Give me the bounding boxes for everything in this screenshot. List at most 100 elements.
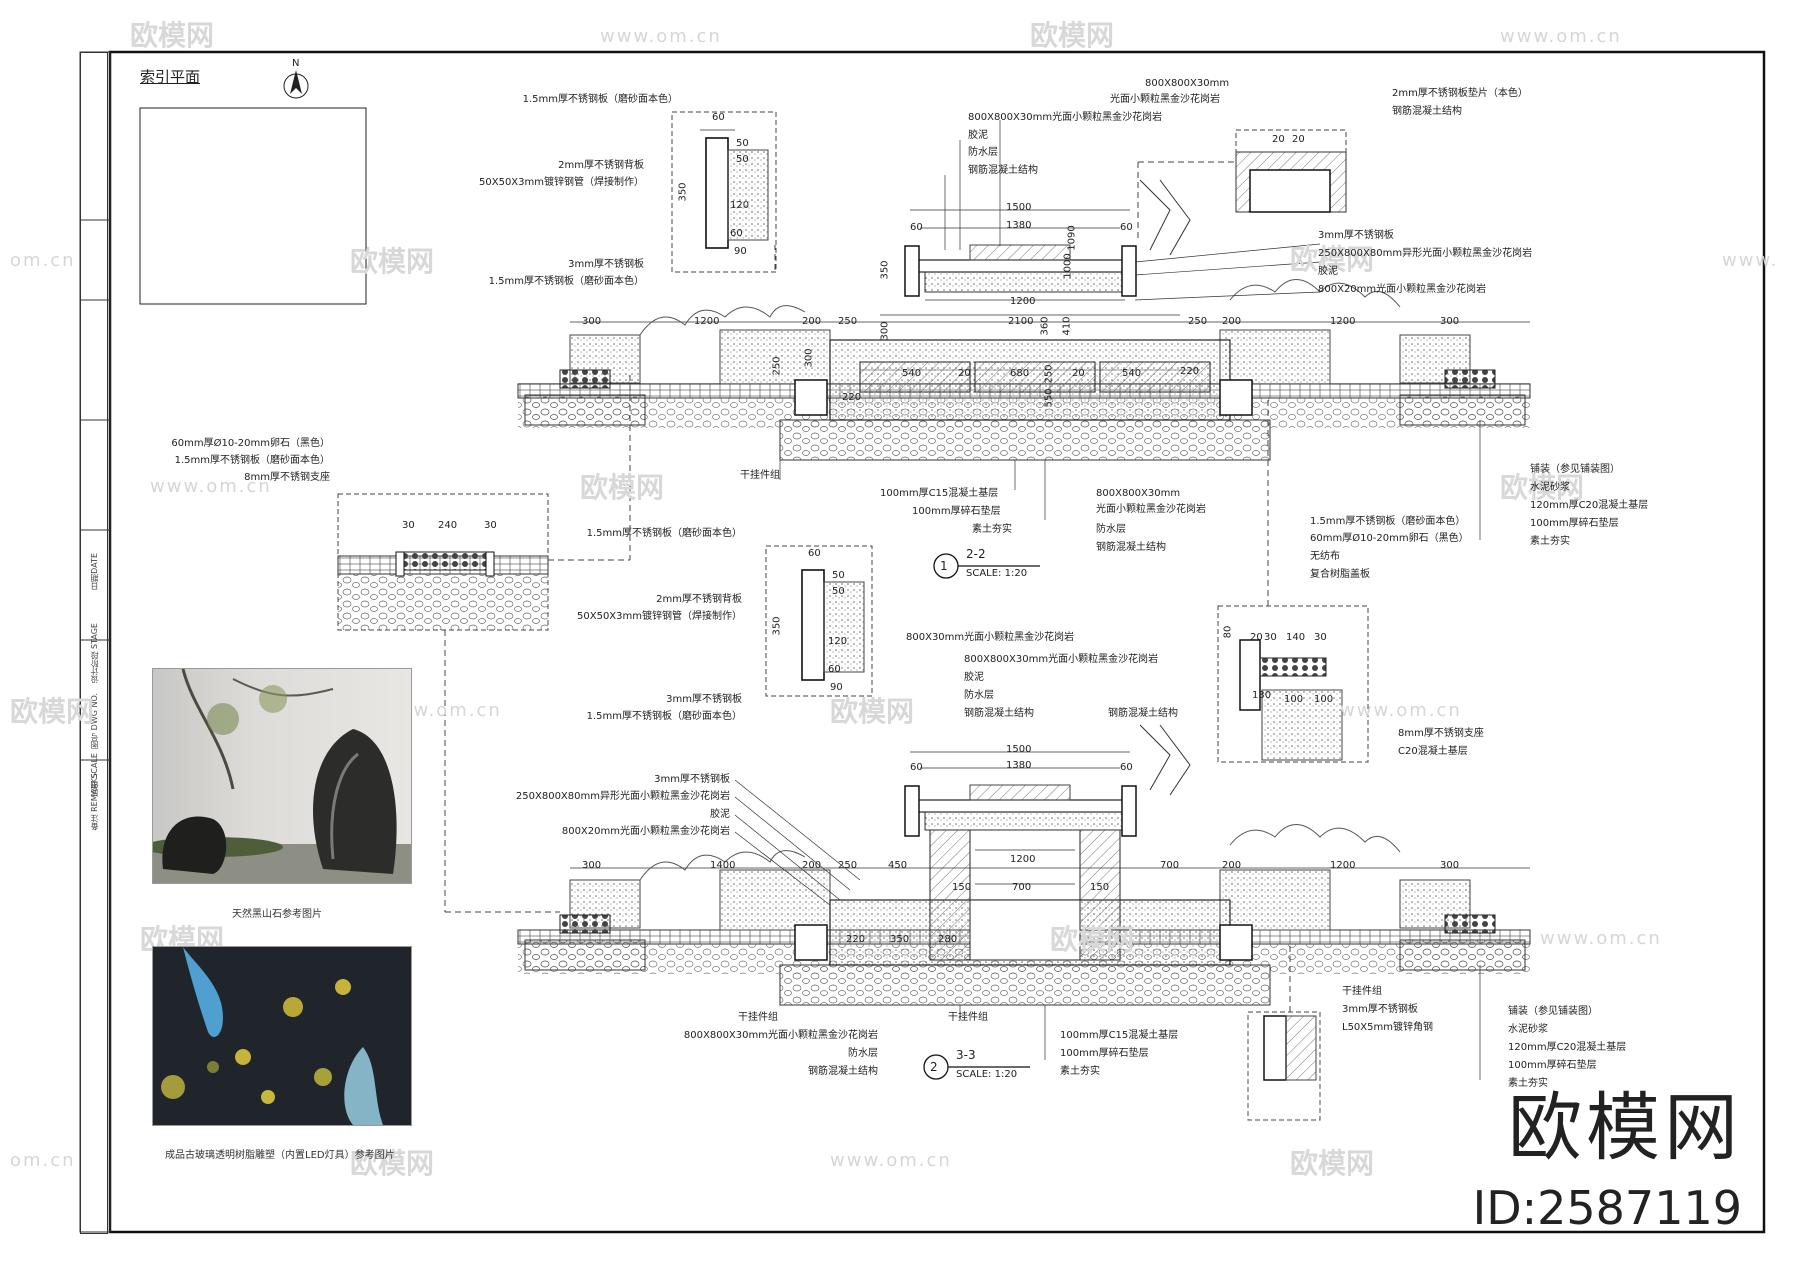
reference-photo-rock bbox=[152, 668, 412, 884]
note-label: 250X800X80mm异形光面小颗粒黑金沙花岗岩 bbox=[1318, 248, 1533, 259]
note-label: 100mm厚碎石垫层 bbox=[1530, 518, 1619, 529]
note-label: 无纺布 bbox=[1310, 551, 1340, 562]
note-label: 干挂件组 bbox=[948, 1012, 988, 1023]
dim-label: 250 bbox=[1188, 316, 1208, 327]
note-label: 2mm厚不锈钢板垫片（本色） bbox=[1392, 88, 1528, 99]
note-label: 800X30mm光面小颗粒黑金沙花岗岩 bbox=[906, 632, 1075, 643]
dim-label: 140 bbox=[1286, 632, 1306, 643]
dim-label: 1200 bbox=[1330, 860, 1356, 871]
note-label: 干挂件组 bbox=[738, 1012, 778, 1023]
note-label: 水泥砂浆 bbox=[1530, 482, 1570, 493]
reference-photo-sculpture bbox=[152, 946, 412, 1126]
note-label: 防水层 bbox=[968, 147, 998, 158]
note-label: C20混凝土基层 bbox=[1398, 746, 1468, 757]
section-3-3 bbox=[517, 724, 1531, 1080]
dim-label: 350 bbox=[879, 260, 891, 280]
watermark: 欧模网 bbox=[1500, 471, 1585, 504]
note-label: 60mm厚Ø10-20mm卵石（黑色） bbox=[171, 438, 330, 449]
north-label: N bbox=[292, 58, 300, 69]
dim-label: 30 bbox=[1314, 632, 1327, 643]
dim-label: 100 bbox=[1284, 694, 1304, 705]
dim-label: 250 bbox=[838, 860, 858, 871]
note-label: 800X20mm光面小颗粒黑金沙花岗岩 bbox=[561, 826, 730, 837]
note-label: 防水层 bbox=[964, 690, 994, 701]
dim-label: 1000 bbox=[1062, 253, 1074, 279]
watermark: 欧模网 bbox=[1050, 923, 1135, 956]
watermark-url: www.om.cn bbox=[1340, 700, 1462, 721]
dim-label: 1200 bbox=[1010, 296, 1036, 307]
note-label: 800X800X30mm bbox=[1145, 78, 1230, 89]
watermark-url: www. bbox=[1722, 250, 1779, 271]
dim-label: 50 bbox=[736, 154, 749, 165]
note-label: 800X20mm光面小颗粒黑金沙花岗岩 bbox=[1318, 284, 1487, 295]
section-scale: SCALE: 1:20 bbox=[956, 1069, 1018, 1080]
note-label: 素土夯实 bbox=[972, 524, 1012, 535]
section-number: 2 bbox=[930, 1060, 938, 1074]
note-label: 800X800X30mm光面小颗粒黑金沙花岗岩 bbox=[968, 112, 1163, 123]
dim-label: 1500 bbox=[1006, 744, 1032, 755]
dim-label: 20 bbox=[1072, 368, 1085, 379]
watermark-url: www.om.cn bbox=[1540, 928, 1662, 949]
dim-label: 60 bbox=[808, 548, 821, 559]
watermark-url: www.om.cn bbox=[1500, 26, 1622, 47]
dim-label: 1380 bbox=[1006, 220, 1032, 231]
note-label: 1.5mm厚不锈钢板（磨砂面本色） bbox=[488, 276, 644, 287]
dim-label: 150 bbox=[1090, 882, 1110, 893]
dim-label: 130 bbox=[1252, 690, 1272, 701]
note-label: 250X800X80mm异形光面小颗粒黑金沙花岗岩 bbox=[515, 791, 730, 802]
dim-label: 550 bbox=[1043, 388, 1055, 408]
watermark-url: www.om.cn bbox=[600, 26, 722, 47]
note-label: 800X800X30mm bbox=[1096, 488, 1181, 499]
dim-label: 1200 bbox=[1330, 316, 1356, 327]
dim-label: 250 bbox=[771, 356, 783, 376]
note-label: 钢筋混凝土结构 bbox=[1392, 106, 1462, 117]
note-label: 50X50X3mm镀锌钢管（焊接制作） bbox=[479, 177, 644, 188]
dim-label: 250 bbox=[838, 316, 858, 327]
dim-label: 200 bbox=[802, 316, 822, 327]
dim-label: 240 bbox=[438, 520, 458, 531]
note-label: 钢筋混凝土结构 bbox=[808, 1066, 878, 1077]
dim-label: 60 bbox=[828, 664, 841, 675]
note-label: 3mm厚不锈钢板 bbox=[1318, 230, 1394, 241]
dim-label: 350 bbox=[771, 616, 783, 636]
dim-label: 220 bbox=[846, 934, 866, 945]
note-label: 胶泥 bbox=[968, 130, 988, 141]
note-label: 光面小颗粒黑金沙花岗岩 bbox=[1096, 504, 1206, 515]
note-label: 水泥砂浆 bbox=[1508, 1024, 1548, 1035]
title-block-cell: 备注 REMARKS bbox=[90, 773, 99, 831]
watermark: 欧模网 bbox=[1030, 19, 1115, 52]
note-label: 8mm厚不锈钢支座 bbox=[244, 472, 330, 483]
note-label: 100mm厚碎石垫层 bbox=[1508, 1060, 1597, 1071]
dim-label: 1500 bbox=[1006, 202, 1032, 213]
dim-label: 60 bbox=[910, 762, 923, 773]
note-label: 钢筋混凝土结构 bbox=[968, 165, 1038, 176]
watermark-url: www.om.cn bbox=[150, 476, 272, 497]
dim-label: 20 bbox=[1250, 632, 1263, 643]
note-label: 120mm厚C20混凝土基层 bbox=[1508, 1042, 1627, 1053]
dim-label: 60 bbox=[1120, 222, 1133, 233]
note-label: 1.5mm厚不锈钢板（磨砂面本色） bbox=[174, 455, 330, 466]
dim-label: 250 bbox=[1043, 364, 1055, 384]
rock-illustration bbox=[153, 669, 411, 883]
note-label: 防水层 bbox=[848, 1048, 878, 1059]
dim-label: 30 bbox=[1264, 632, 1277, 643]
note-label: 防水层 bbox=[1096, 524, 1126, 535]
note-label: 素土夯实 bbox=[1530, 536, 1570, 547]
dim-label: 50 bbox=[736, 138, 749, 149]
note-label: 胶泥 bbox=[964, 672, 984, 683]
brand-id: ID:2587119 bbox=[1472, 1181, 1742, 1235]
note-label: 素土夯实 bbox=[1060, 1066, 1100, 1077]
dim-label: 100 bbox=[1314, 694, 1334, 705]
note-label: 钢筋混凝土结构 bbox=[1108, 708, 1178, 719]
note-label: 800X800X30mm光面小颗粒黑金沙花岗岩 bbox=[683, 1030, 878, 1041]
note-label: 干挂件组 bbox=[1342, 986, 1382, 997]
note-label: 素土夯实 bbox=[1508, 1078, 1548, 1089]
section-number: 1 bbox=[940, 559, 948, 573]
title-block: 日期DATE 设计阶段 STAGE 图号 DWG NO. 比例 SCALE 备注… bbox=[80, 52, 108, 1234]
photo-caption: 天然黑山石参考图片 bbox=[232, 909, 322, 920]
dim-label: 540 bbox=[902, 368, 922, 379]
dim-label: 200 bbox=[802, 860, 822, 871]
dim-label: 300 bbox=[1440, 860, 1460, 871]
